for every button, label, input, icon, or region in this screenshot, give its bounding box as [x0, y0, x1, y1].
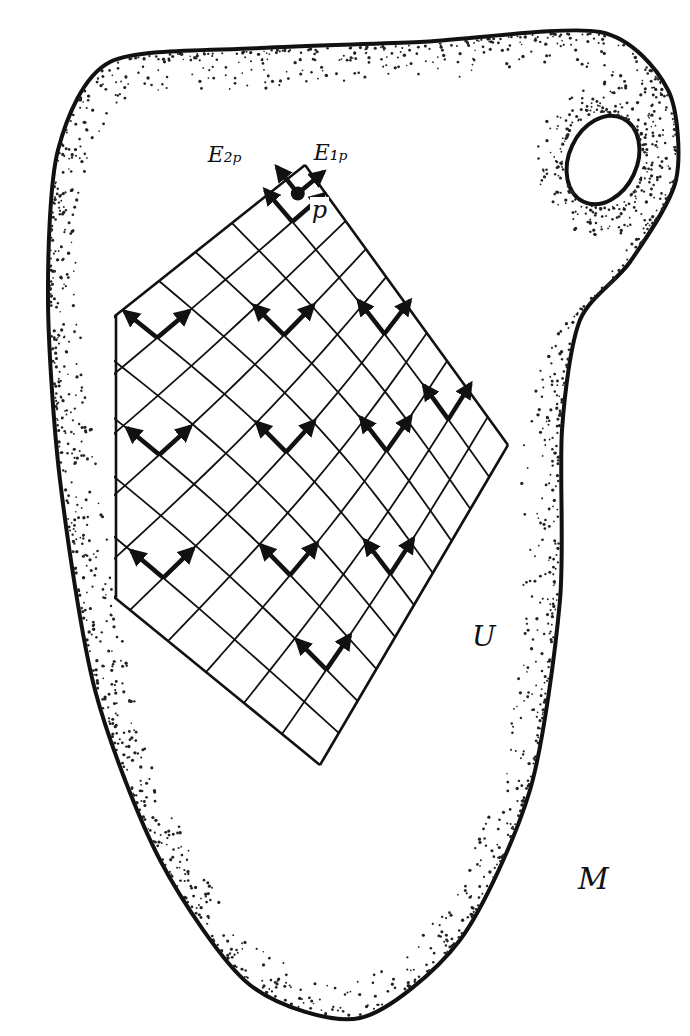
point-p	[291, 186, 305, 200]
stipple-shading	[49, 32, 678, 1016]
manifold-label: M	[576, 862, 611, 895]
vector-label: E₂ₚ	[206, 143, 244, 167]
point-label: p	[310, 197, 329, 223]
coordinate-grid	[114, 0, 508, 765]
manifold-hole	[553, 104, 654, 216]
vector-label: E₁ₚ	[312, 141, 350, 165]
region-label: U	[470, 622, 498, 653]
manifold-outline	[48, 30, 678, 1019]
frame-vectors	[125, 167, 471, 670]
